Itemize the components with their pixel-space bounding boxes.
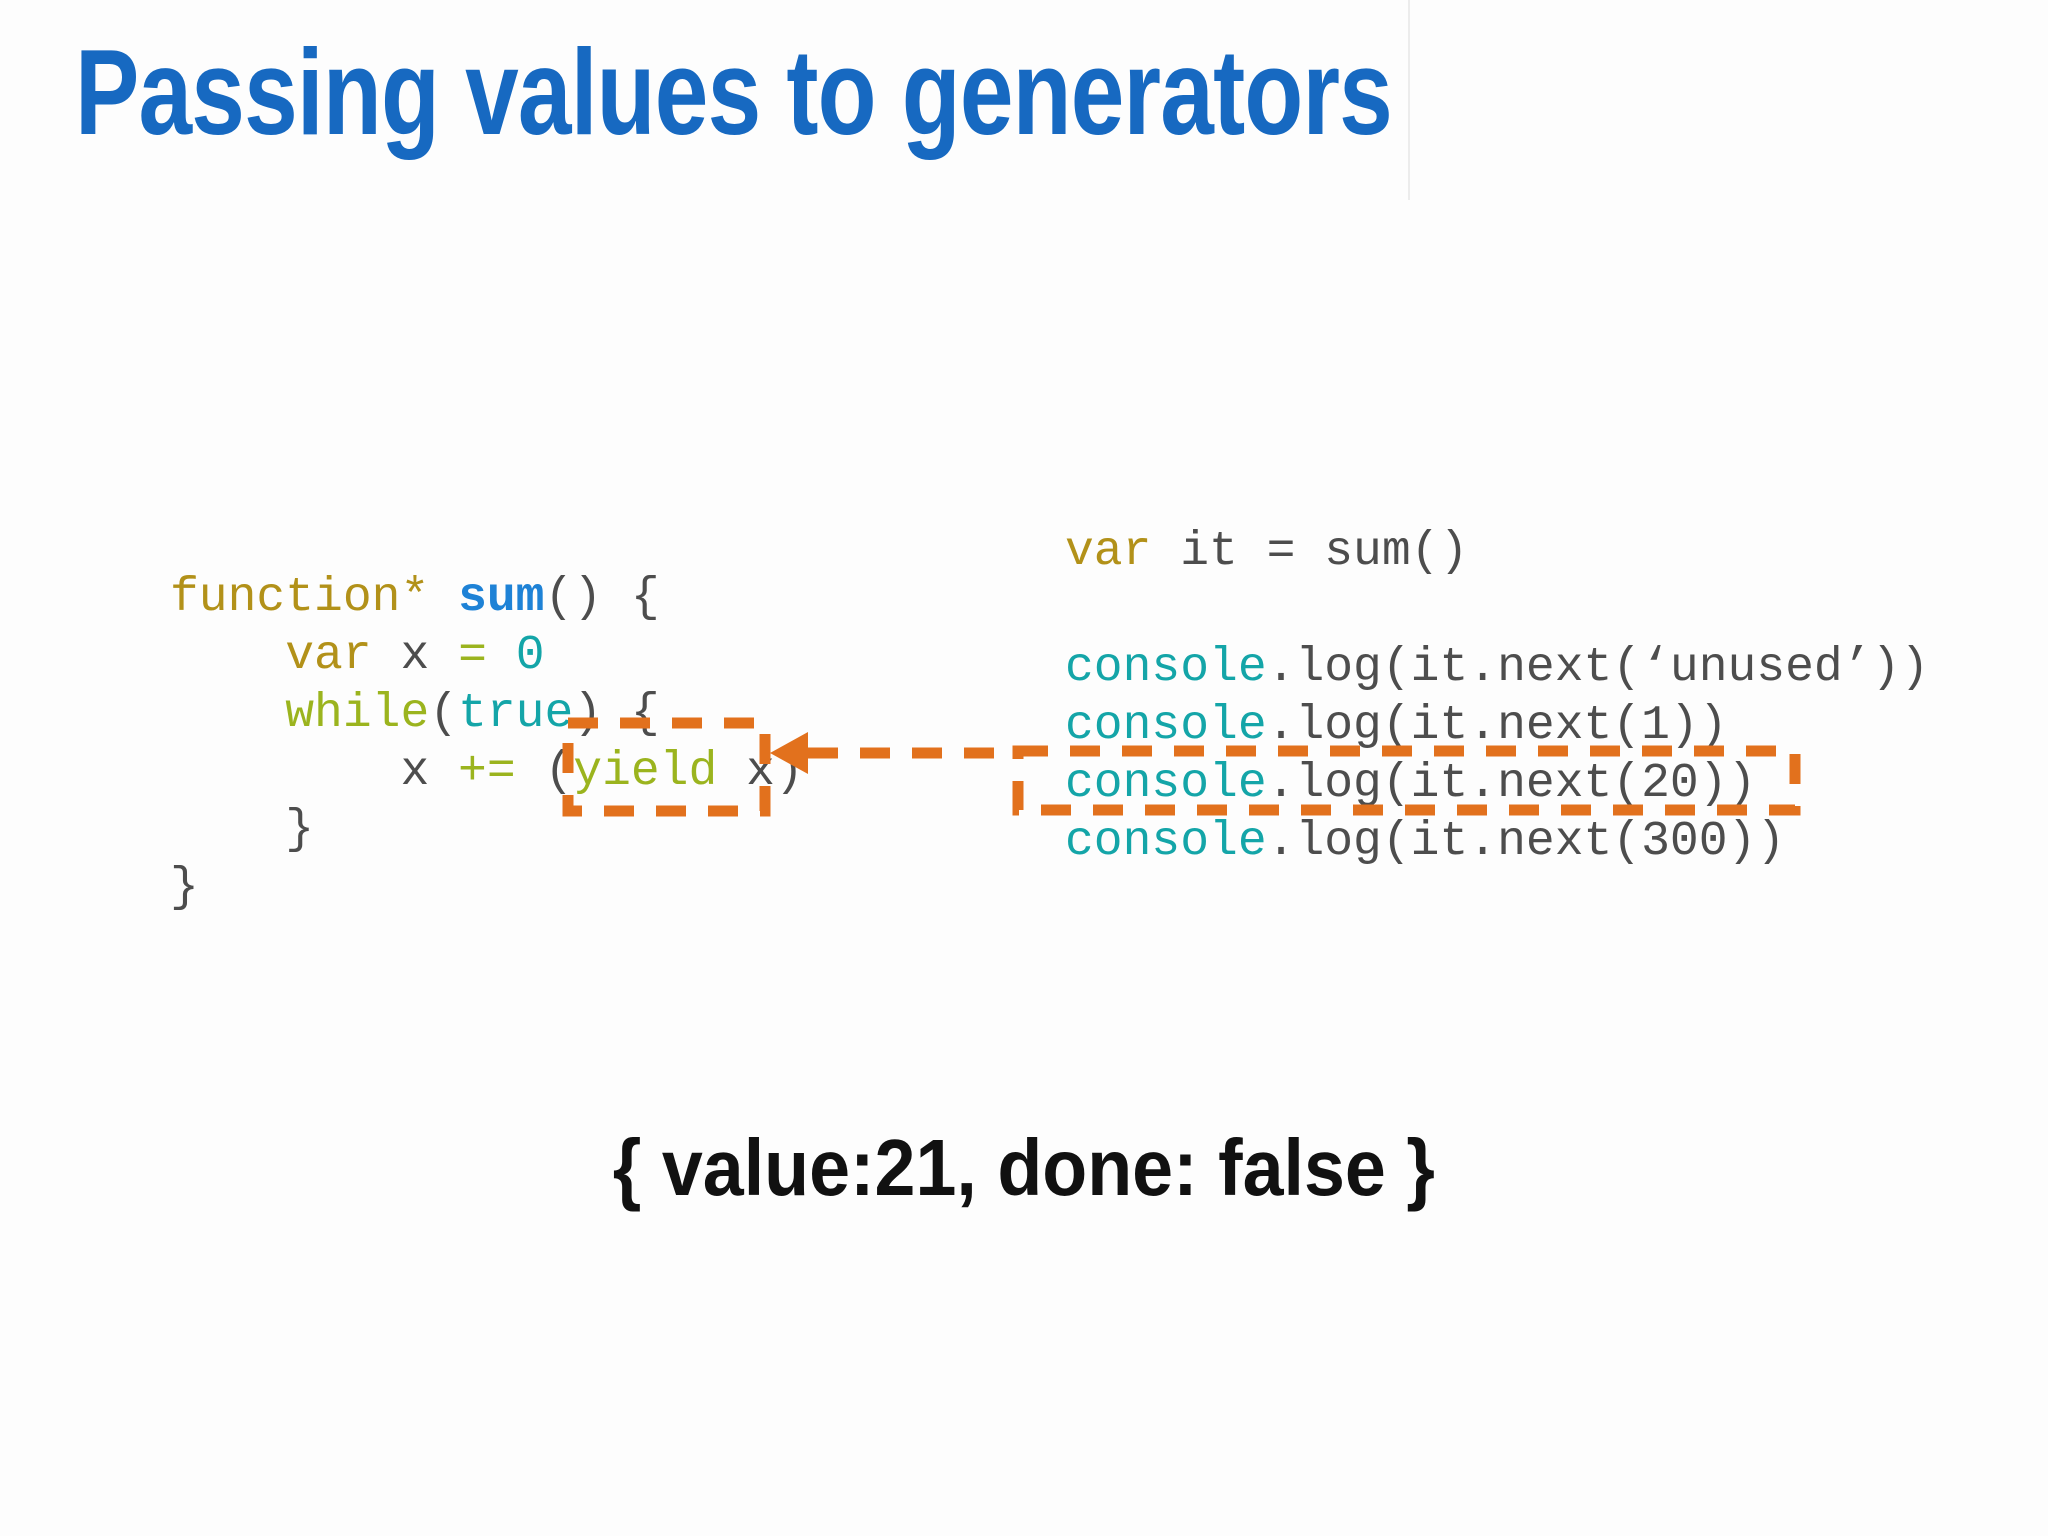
code-line: console.log(it.next(300)): [1065, 813, 1929, 871]
code-token: (: [515, 745, 574, 799]
code-token: [487, 629, 516, 683]
code-line: console.log(it.next(1)): [1065, 697, 1929, 755]
code-token: [170, 629, 285, 683]
code-token: x: [371, 629, 459, 683]
code-line: var x = 0: [170, 627, 804, 685]
code-token: 0: [515, 629, 545, 683]
result-output-text: { value:21, done: false }: [612, 1123, 1436, 1212]
code-token: [429, 571, 458, 625]
code-line: x += (yield x): [170, 743, 804, 801]
code-token: ) {: [573, 687, 660, 741]
code-line: console.log(it.next(‘unused’)): [1065, 639, 1929, 697]
code-token: console: [1065, 815, 1267, 869]
code-token: .log(it.next(300)): [1266, 815, 1786, 869]
code-token: yield: [573, 745, 718, 799]
code-token: console: [1065, 757, 1267, 811]
code-token: .log(it.next(‘unused’)): [1266, 641, 1930, 695]
code-token: x): [717, 745, 804, 799]
code-line: }: [170, 859, 804, 917]
console-code-block: var it = sum() console.log(it.next(‘unus…: [1065, 523, 1929, 871]
code-token: true: [458, 687, 574, 741]
code-token: .log(it.next(20)): [1266, 757, 1757, 811]
code-line: function* sum() {: [170, 569, 804, 627]
code-token: while: [285, 687, 430, 741]
result-output-row: { value:21, done: false }: [0, 1118, 2048, 1218]
code-token: .log(it.next(1)): [1266, 699, 1728, 753]
code-token: }: [170, 803, 315, 857]
code-token: x: [170, 745, 459, 799]
code-line: console.log(it.next(20)): [1065, 755, 1929, 813]
code-token: [170, 687, 285, 741]
code-token: console: [1065, 699, 1267, 753]
code-token: function*: [170, 571, 430, 625]
code-token: }: [170, 861, 199, 915]
code-line: while(true) {: [170, 685, 804, 743]
code-token: var: [285, 629, 372, 683]
code-token: var: [1065, 525, 1152, 579]
code-token: console: [1065, 641, 1267, 695]
code-line: }: [170, 801, 804, 859]
code-token: sum: [458, 571, 545, 625]
code-line: [1065, 581, 1929, 639]
code-token: +=: [458, 745, 516, 799]
code-token: (: [429, 687, 459, 741]
code-token: it = sum(): [1151, 525, 1469, 579]
page-title: Passing values to generators: [75, 24, 1393, 160]
slide-edge-artifact-line: [1408, 0, 1410, 200]
code-line: var it = sum(): [1065, 523, 1929, 581]
code-token: () {: [544, 571, 660, 625]
code-token: =: [458, 629, 487, 683]
generator-code-block: function* sum() { var x = 0 while(true) …: [170, 569, 804, 917]
